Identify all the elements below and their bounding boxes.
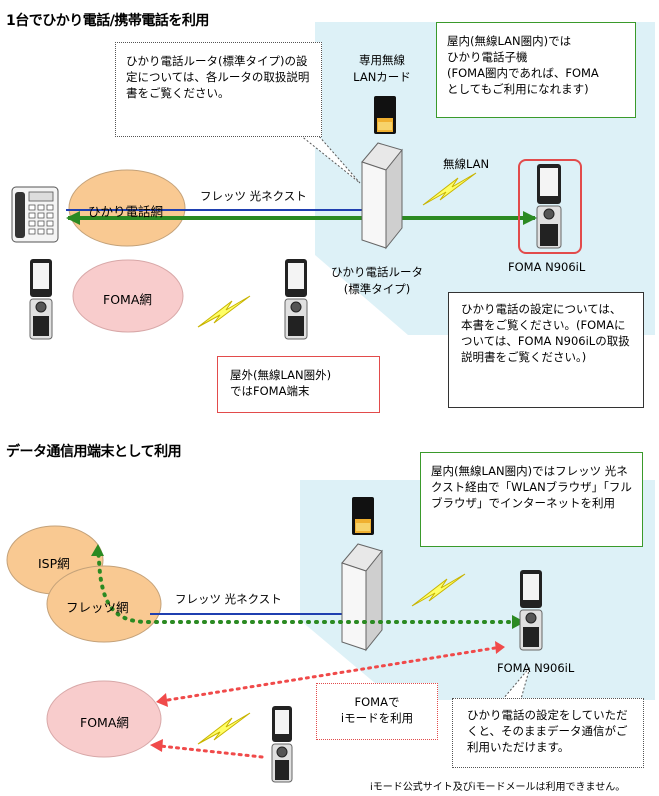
foma-cloud (72, 259, 184, 333)
foma-phone-icon (29, 259, 53, 340)
phone-model-label: FOMA N906iL (508, 260, 586, 274)
footnote: iモード公式サイト及びiモードメールは利用できません。 (370, 782, 626, 793)
flets-label-2: フレッツ 光ネクスト (175, 592, 282, 606)
router-label: ひかり電話ルータ (標準タイプ) (331, 265, 423, 296)
foma-net-label: FOMA網 (103, 292, 152, 307)
isp-label: ISP網 (38, 556, 70, 571)
phone-model-label-2: FOMA N906iL (497, 661, 575, 675)
section2-title: データ通信用端末として利用 (6, 444, 182, 460)
data-path-green (96, 546, 523, 626)
router-icon (341, 543, 383, 652)
hikari-net-label: ひかり電話網 (88, 204, 164, 219)
wireless-lan-bolt-2 (411, 573, 466, 607)
foma-phone-icon (284, 259, 308, 340)
imode-note: FOMAで iモードを利用 (316, 683, 438, 740)
foma-net-label-2: FOMA網 (80, 715, 129, 730)
wireless-lan-label: 無線LAN (443, 157, 490, 171)
hikari-cloud (68, 169, 186, 247)
wlan-card-label: 専用無線 LANカード (353, 53, 411, 84)
foma-phone-icon (271, 706, 293, 783)
flets-label: フレッツ 光ネクスト (200, 189, 307, 203)
router-manual-note: ひかり電話ルータ(標準タイプ)の設定については、各ルータの取扱説明書をご覧くださ… (115, 42, 322, 137)
router-icon (361, 142, 403, 250)
flets-net-label: フレッツ網 (66, 600, 129, 615)
outdoor-note: 屋外(無線LAN圏外) ではFOMA端末 (217, 356, 380, 413)
wireless-lan-bolt (422, 172, 477, 206)
indoor-note-2: 屋内(無線LAN圏内)ではフレッツ 光ネクスト経由で「WLANブラウザ」「フルブ… (420, 452, 643, 547)
imode-path-long (166, 646, 497, 702)
imode-path-short (158, 744, 264, 759)
section1-title: 1台でひかり電話/携帯電話を利用 (6, 13, 209, 29)
phone-highlight-box (518, 159, 582, 254)
foma-bolt-2 (197, 712, 251, 745)
foma-phone-icon (519, 570, 543, 651)
foma-cloud-2 (46, 680, 162, 758)
flets-cloud (46, 565, 162, 643)
landline-phone-icon (11, 186, 59, 243)
wlan-card-icon (374, 96, 396, 134)
manual-note: ひかり電話の設定については、本書をご覧ください。(FOMAについては、FOMA … (448, 292, 644, 408)
settings-note: ひかり電話の設定をしていただくと、そのままデータ通信がご利用いただけます。 (452, 698, 644, 768)
wlan-card-icon (352, 497, 374, 535)
foma-bolt (197, 295, 251, 328)
indoor-note: 屋内(無線LAN圏内)では ひかり電話子機 (FOMA圏内であれば、FOMA と… (436, 22, 636, 118)
foma-phone-icon (536, 164, 562, 249)
